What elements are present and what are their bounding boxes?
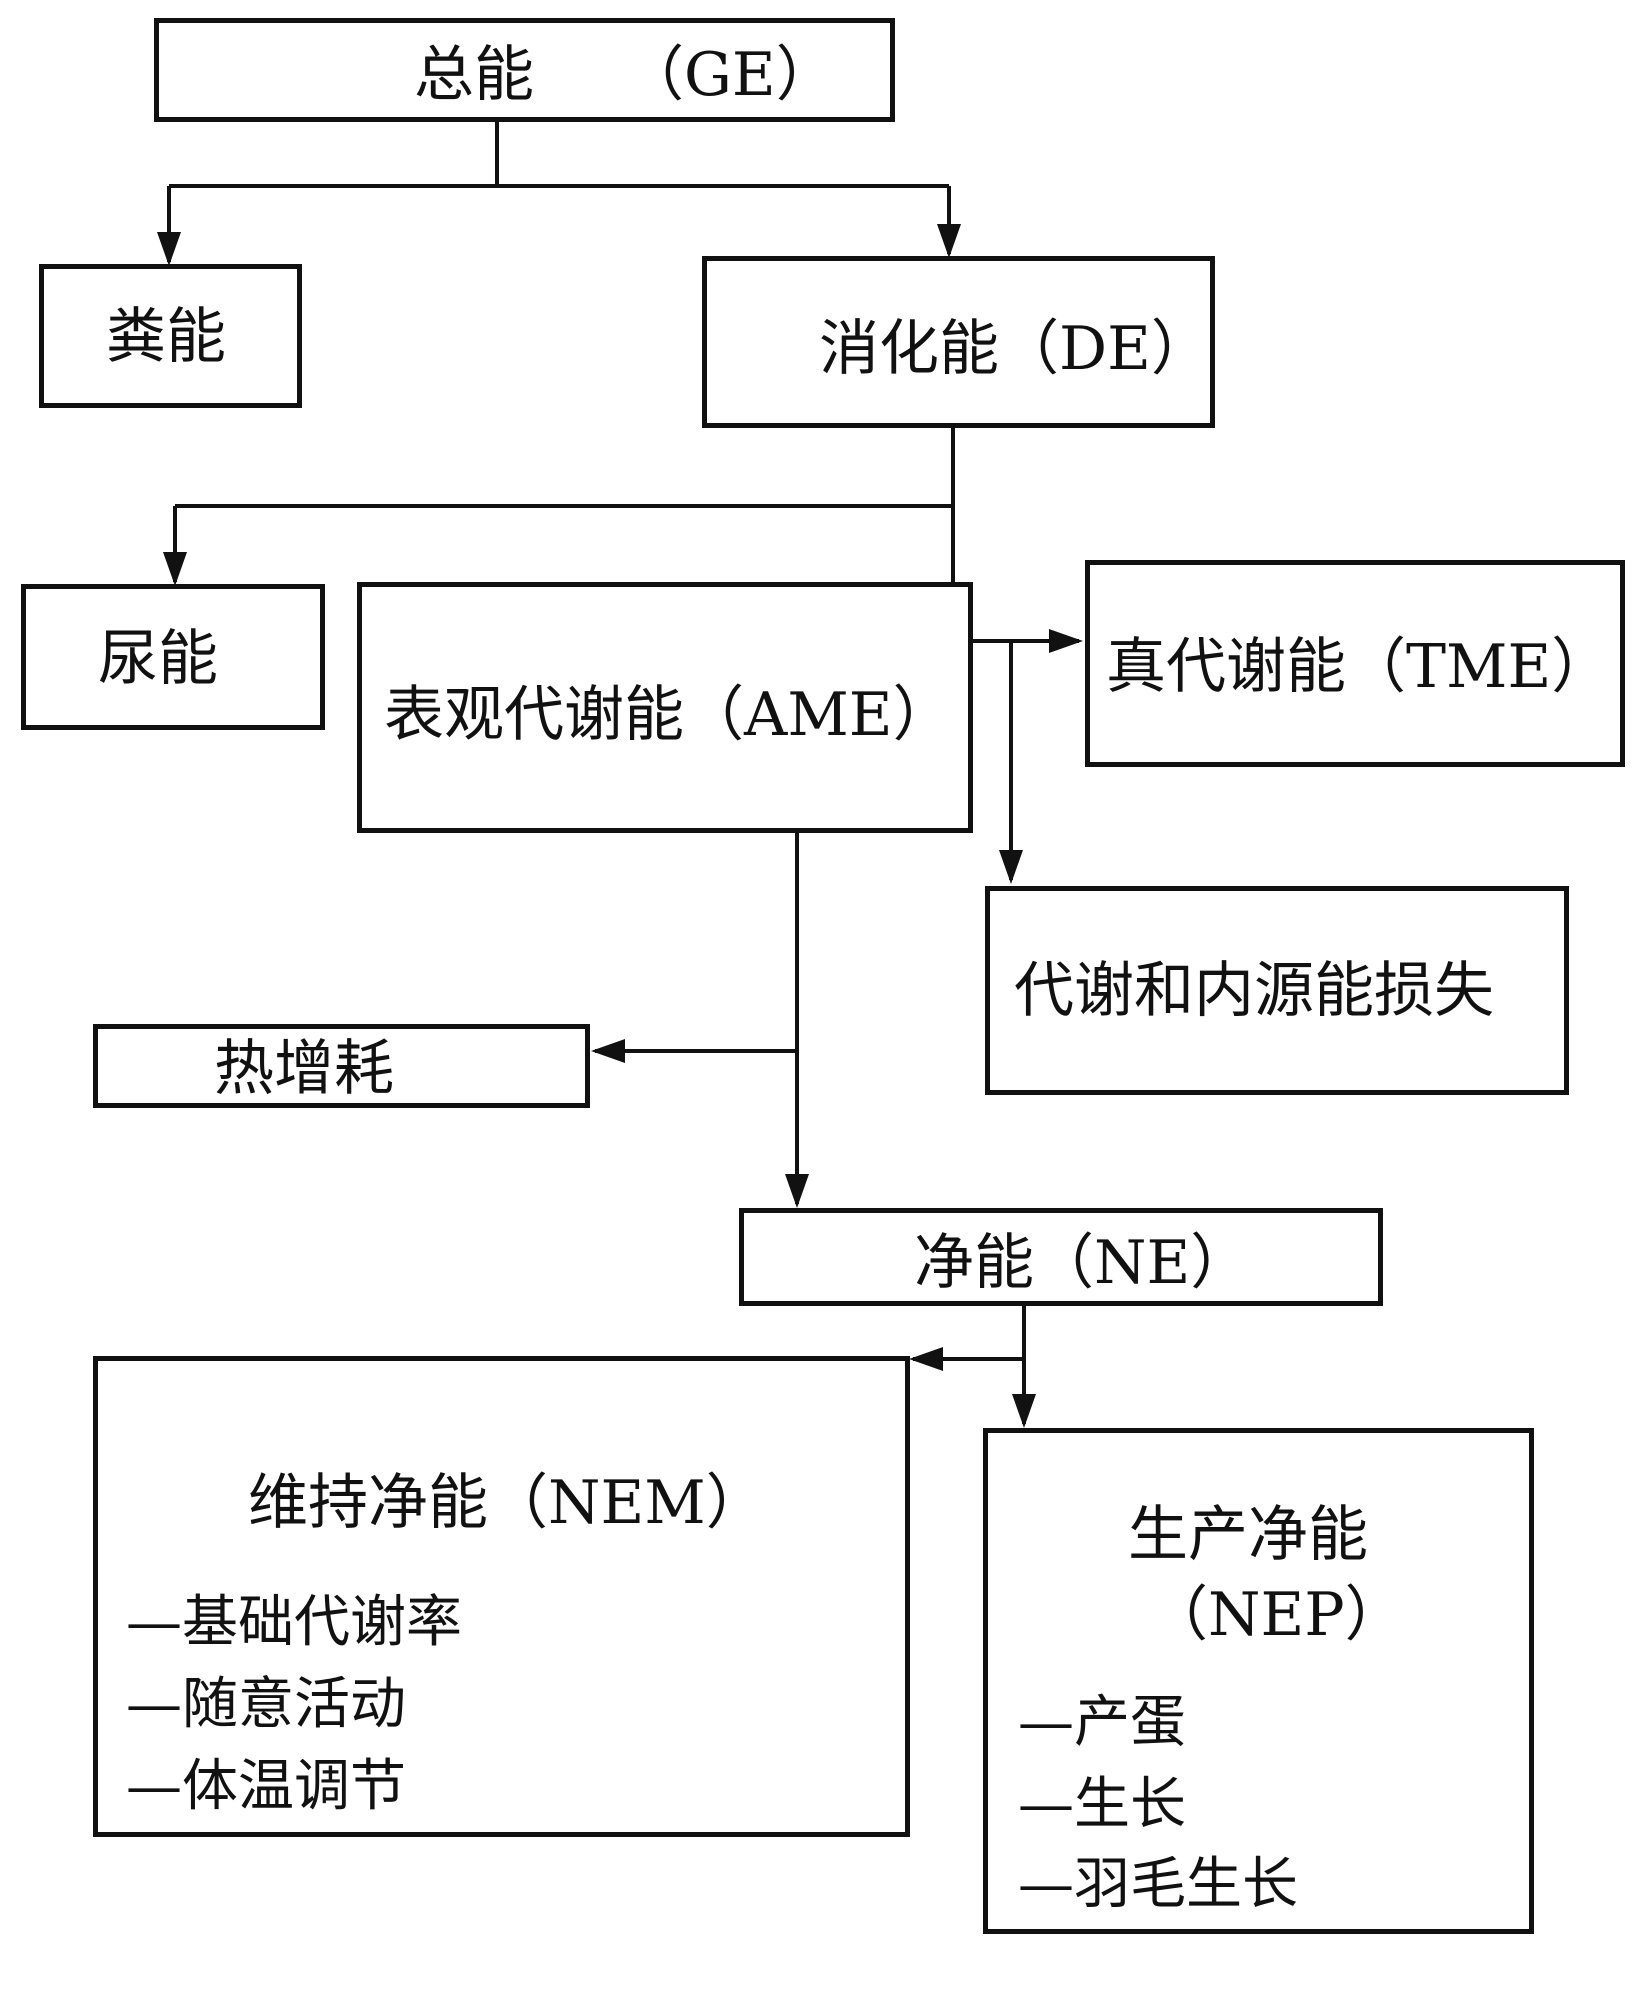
nem-item-basal-metabolism: —基础代谢率: [126, 1590, 462, 1655]
node-ame-label: 表观代谢能（AME）: [384, 680, 953, 750]
node-fecal-energy: 粪能: [39, 264, 302, 408]
nep-item-egg-production: —产蛋: [1018, 1690, 1186, 1755]
node-nem: 维持净能（NEM） —基础代谢率 —随意活动 —体温调节: [93, 1356, 910, 1837]
node-ne: 净能（NE）: [739, 1208, 1383, 1306]
node-heat-increment-label: 热增耗: [214, 1034, 394, 1104]
node-urine-energy: 尿能: [21, 584, 325, 730]
arrowhead-urine: [163, 552, 187, 586]
arrowhead-fecal: [157, 232, 181, 266]
arrowhead-loss: [999, 850, 1023, 884]
node-nep-title-line1: 生产净能: [1128, 1500, 1368, 1570]
node-de-label: 消化能（DE）: [819, 314, 1211, 384]
node-urine-energy-label: 尿能: [98, 624, 218, 694]
arrowhead-nep: [1012, 1394, 1036, 1428]
arrowhead-nem: [909, 1347, 943, 1371]
nem-item-thermoregulation: —体温调节: [126, 1754, 406, 1819]
node-nem-title: 维持净能（NEM）: [248, 1468, 766, 1538]
nem-item-voluntary-activity: —随意活动: [126, 1672, 406, 1737]
node-ge: 总能 （GE）: [154, 18, 895, 122]
nep-item-feather-growth: —羽毛生长: [1018, 1852, 1298, 1917]
node-metabolic-endogenous-loss: 代谢和内源能损失: [985, 886, 1569, 1095]
arrowhead-heat: [591, 1039, 625, 1063]
arrowhead-ne: [785, 1174, 809, 1208]
node-ame: 表观代谢能（AME）: [357, 582, 973, 833]
node-nep-title-line2: （NEP）: [1148, 1580, 1405, 1650]
arrowhead-tme: [1049, 629, 1083, 653]
node-de: 消化能（DE）: [702, 256, 1215, 428]
node-tme-label: 真代谢能（TME）: [1106, 632, 1612, 702]
node-metabolic-endogenous-loss-label: 代谢和内源能损失: [1014, 956, 1494, 1026]
node-nep: 生产净能 （NEP） —产蛋 —生长 —羽毛生长: [983, 1428, 1534, 1934]
node-fecal-energy-label: 粪能: [106, 302, 226, 372]
nep-item-growth: —生长: [1018, 1772, 1186, 1837]
arrowhead-de: [937, 224, 961, 258]
node-ne-label: 净能（NE）: [914, 1228, 1251, 1298]
node-ge-label: 总能 （GE）: [414, 40, 836, 110]
node-tme: 真代谢能（TME）: [1085, 560, 1625, 767]
node-heat-increment: 热增耗: [93, 1024, 590, 1108]
